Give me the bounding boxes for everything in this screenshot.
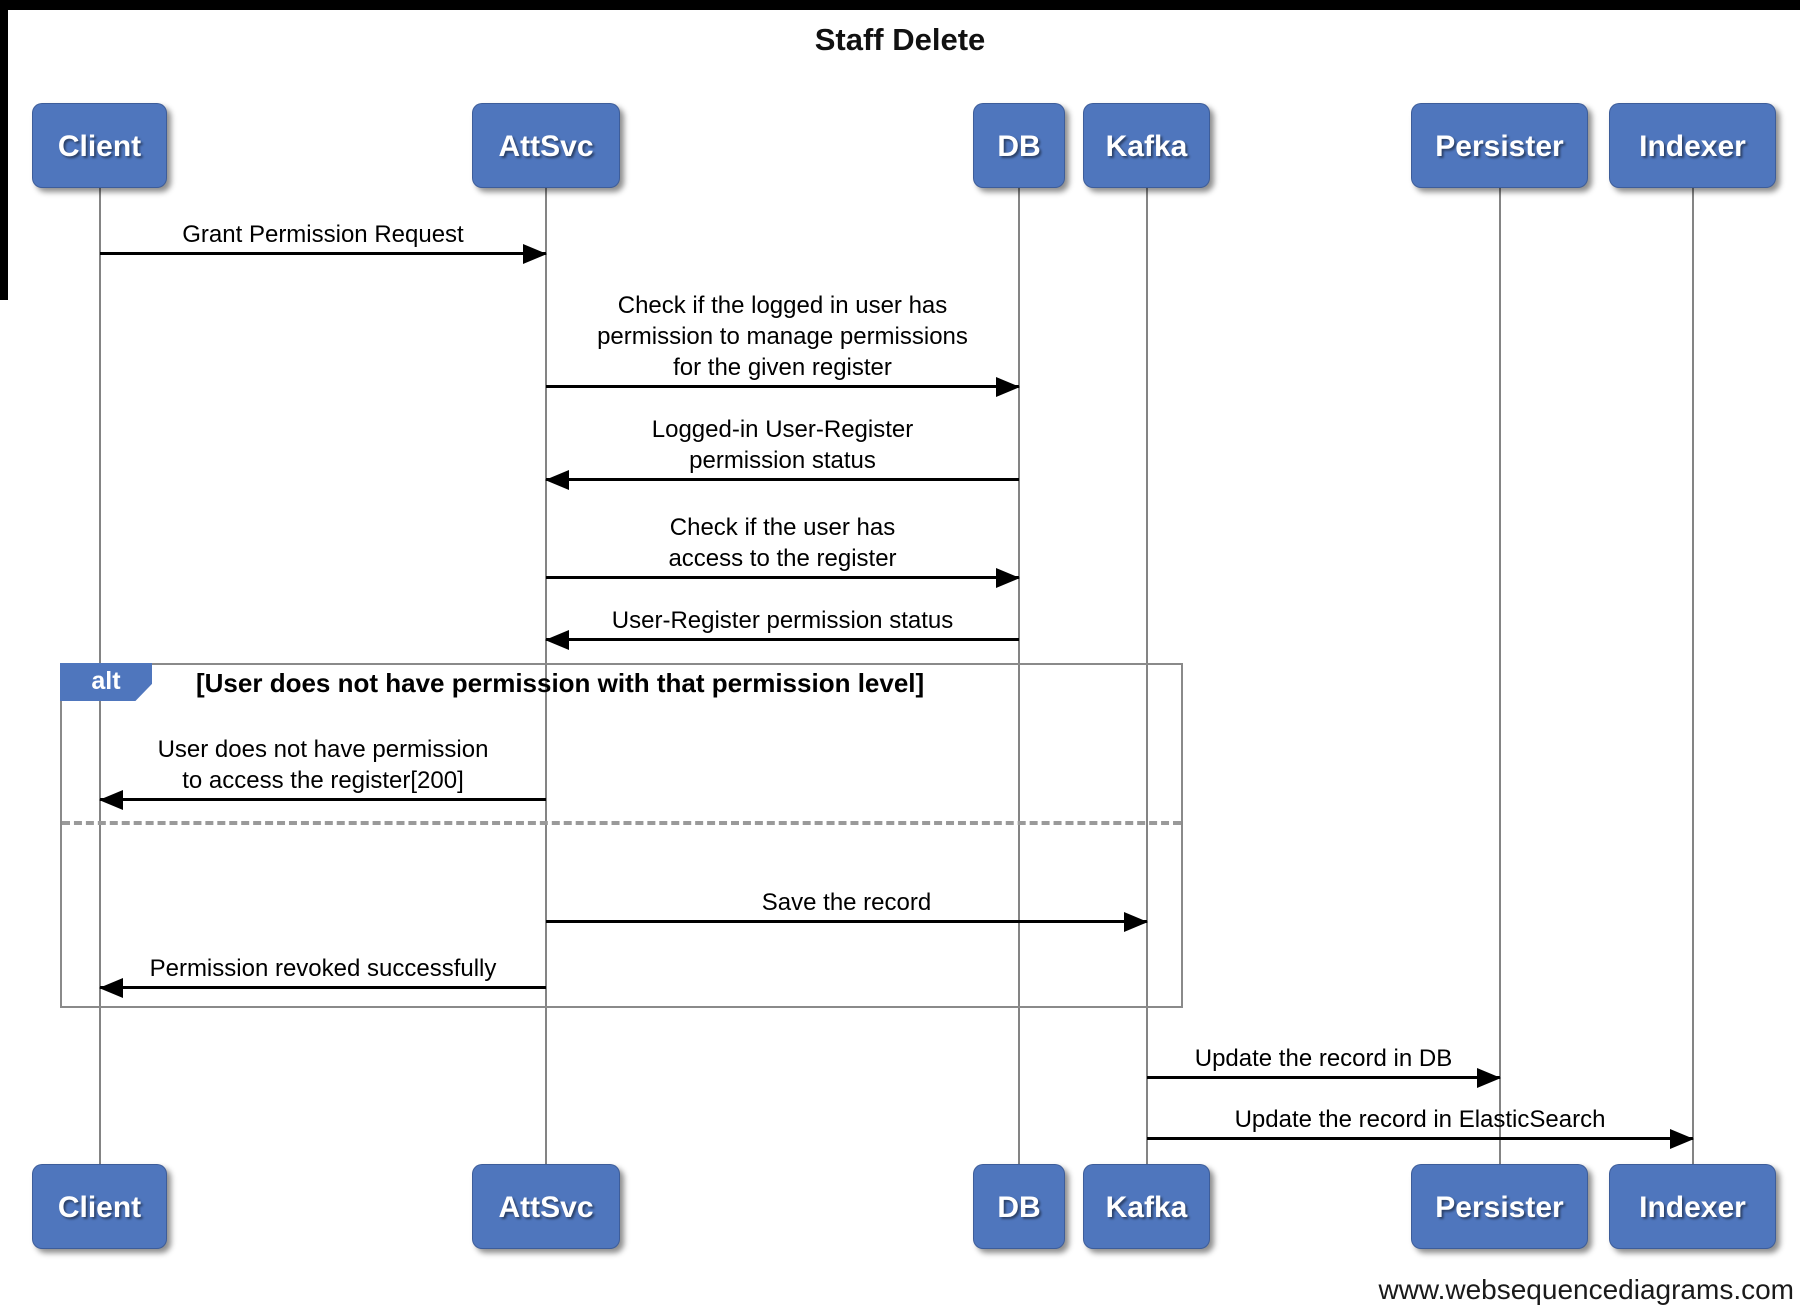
message-check-manage-permission: Check if the logged in user has permissi… xyxy=(546,290,1020,397)
actor-db-bottom: DB xyxy=(973,1164,1065,1249)
arrowhead-right-icon xyxy=(1124,912,1148,932)
message-save-the-record: Save the record xyxy=(546,887,1148,932)
lifeline-kafka xyxy=(1146,186,1148,1166)
arrowhead-left-icon xyxy=(545,630,569,650)
lifeline-db xyxy=(1018,186,1020,1166)
actor-indexer-bottom: Indexer xyxy=(1609,1164,1776,1249)
message-label: Permission revoked successfully xyxy=(149,955,497,982)
arrowhead-right-icon xyxy=(996,377,1020,397)
alt-divider xyxy=(62,821,1181,825)
message-no-permission-200: User does not have permission to access … xyxy=(99,734,546,810)
lifeline-persister xyxy=(1499,186,1501,1166)
alt-frame xyxy=(60,663,1183,1008)
arrowhead-right-icon xyxy=(1670,1129,1694,1149)
arrow-line xyxy=(546,385,1019,388)
arrowhead-right-icon xyxy=(523,244,547,264)
arrow-line xyxy=(546,576,1019,579)
lifeline-indexer xyxy=(1692,186,1694,1166)
actor-client-top: Client xyxy=(32,103,167,188)
arrowhead-right-icon xyxy=(1477,1068,1501,1088)
watermark: www.websequencediagrams.com xyxy=(1378,1274,1794,1305)
actor-attsvc-top: AttSvc xyxy=(472,103,620,188)
arrow-line xyxy=(100,252,546,255)
actor-client-bottom: Client xyxy=(32,1164,167,1249)
message-label: Check if the logged in user has permissi… xyxy=(597,292,968,381)
alt-badge: alt xyxy=(60,663,152,701)
actor-kafka-bottom: Kafka xyxy=(1083,1164,1210,1249)
arrow-line xyxy=(546,478,1019,481)
message-grant-permission-request: Grant Permission Request xyxy=(100,219,547,264)
arrow-line xyxy=(100,986,546,989)
message-user-register-permission-status: User-Register permission status xyxy=(545,605,1019,650)
message-label: Update the record in DB xyxy=(1194,1045,1453,1072)
actor-indexer-top: Indexer xyxy=(1609,103,1776,188)
actor-attsvc-bottom: AttSvc xyxy=(472,1164,620,1249)
message-label: User does not have permission to access … xyxy=(157,736,489,794)
message-label: User-Register permission status xyxy=(611,607,954,634)
message-permission-revoked: Permission revoked successfully xyxy=(99,953,546,998)
arrowhead-left-icon xyxy=(99,978,123,998)
message-label: Logged-in User-Register permission statu… xyxy=(651,416,914,474)
arrowhead-right-icon xyxy=(996,568,1020,588)
arrow-line xyxy=(1147,1076,1500,1079)
actor-db-top: DB xyxy=(973,103,1065,188)
message-label: Check if the user has access to the regi… xyxy=(668,514,897,572)
arrow-line xyxy=(1147,1137,1693,1140)
message-label: Save the record xyxy=(761,889,932,916)
left-border-bar xyxy=(0,0,8,300)
arrow-line xyxy=(546,920,1147,923)
message-loggedin-permission-status: Logged-in User-Register permission statu… xyxy=(545,414,1019,490)
top-border-bar xyxy=(0,0,1800,10)
message-label: Grant Permission Request xyxy=(182,221,464,248)
alt-condition: [User does not have permission with that… xyxy=(196,668,925,698)
arrowhead-left-icon xyxy=(99,790,123,810)
diagram-title: Staff Delete xyxy=(814,22,986,57)
arrowhead-left-icon xyxy=(545,470,569,490)
arrow-line xyxy=(100,798,546,801)
message-update-record-elasticsearch: Update the record in ElasticSearch xyxy=(1147,1104,1694,1149)
actor-persister-top: Persister xyxy=(1411,103,1588,188)
arrow-line xyxy=(546,638,1019,641)
actor-kafka-top: Kafka xyxy=(1083,103,1210,188)
actor-persister-bottom: Persister xyxy=(1411,1164,1588,1249)
message-update-record-db: Update the record in DB xyxy=(1147,1043,1501,1088)
message-label: Update the record in ElasticSearch xyxy=(1234,1106,1606,1133)
message-check-user-access: Check if the user has access to the regi… xyxy=(546,512,1020,588)
lifeline-attsvc xyxy=(545,186,547,1166)
